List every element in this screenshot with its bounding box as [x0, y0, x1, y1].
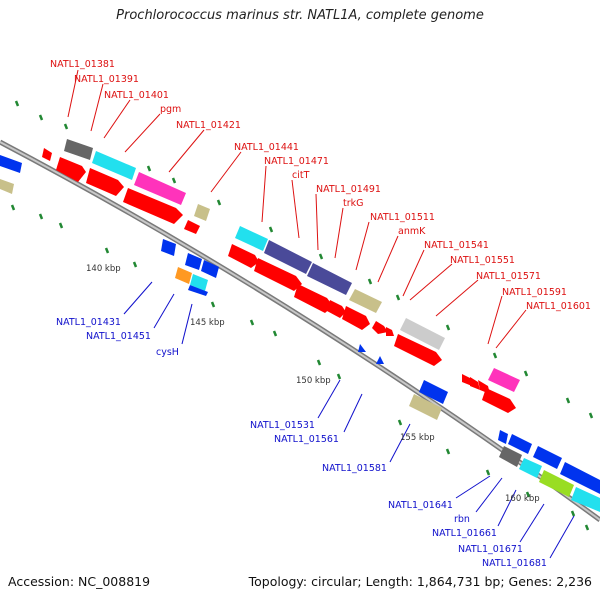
gene-label: NATL1_01541: [424, 240, 489, 251]
gene-NATL1_01401: [92, 151, 136, 180]
gene-label: NATL1_01441: [234, 142, 299, 153]
gene-label: NATL1_01571: [476, 271, 541, 282]
gene-label: trkG: [343, 198, 364, 209]
gene-red-arrow-j: [386, 327, 394, 336]
gene-label: anmK: [398, 226, 426, 237]
top-labels: NATL1_01381 NATL1_01391 NATL1_01401 pgm …: [50, 59, 591, 312]
gene-label: NATL1_01401: [104, 90, 169, 101]
gene-label: NATL1_01551: [450, 255, 515, 266]
gene-NATL1_01491: [349, 289, 382, 313]
gene-NATL1_01441: [235, 226, 268, 251]
gene-label: NATL1_01431: [56, 317, 121, 328]
gene-red-row-k: [394, 334, 442, 366]
gene-blue-arrow-01531: [358, 344, 366, 352]
gene-red-row-h: [342, 306, 370, 330]
label-connectors-blue: [123, 281, 575, 559]
label-connectors-red: [67, 69, 527, 349]
gene-label: NATL1_01381: [50, 59, 115, 70]
gene-blue-d: [498, 430, 508, 444]
gene-cyan-rbn: [519, 458, 542, 478]
gene-blue-a: [161, 239, 176, 256]
scale-label: 145 kbp: [190, 318, 225, 328]
gene-cyan-01681: [571, 487, 600, 512]
gene-label: NATL1_01671: [458, 544, 523, 555]
gene-label: NATL1_01511: [370, 212, 435, 223]
gene-red-row-f: [294, 284, 333, 313]
gene-label: citT: [292, 170, 310, 181]
gene-label: NATL1_01391: [74, 74, 139, 85]
gene-blue-c: [201, 260, 219, 278]
scale-label: 140 kbp: [86, 264, 121, 274]
gene-blue-e: [508, 434, 532, 454]
topology-summary: Topology: circular; Length: 1,864,731 bp…: [248, 574, 592, 589]
gene-blue-edge: [0, 155, 22, 173]
gene-label: NATL1_01531: [250, 420, 315, 431]
gene-khaki-01581: [409, 394, 442, 420]
gene-label: cysH: [156, 347, 179, 358]
gene-red-row-e: [254, 258, 302, 291]
gene-NATL1_01471: [264, 240, 312, 274]
gene-citT: [307, 263, 352, 295]
gene-blue-g: [560, 462, 600, 494]
scale-labels: 140 kbp 145 kbp 150 kbp 155 kbp 160 kbp: [86, 264, 540, 504]
gene-label: rbn: [454, 514, 470, 525]
gene-label: NATL1_01421: [176, 120, 241, 131]
gene-red-row-d: [228, 244, 259, 268]
gene-label: NATL1_01561: [274, 434, 339, 445]
gene-red-row-a: [56, 157, 86, 182]
bottom-labels: NATL1_01431 NATL1_01451 cysH NATL1_01531…: [56, 317, 547, 569]
gene-label: NATL1_01491: [316, 184, 381, 195]
gene-blue-01581: [419, 380, 448, 404]
gene-NATL1_01591: [488, 368, 520, 392]
gene-red-row-o: [482, 388, 516, 413]
gene-red-arrow-m: [470, 377, 480, 390]
gene-blue-b: [185, 253, 202, 270]
scale-label: 155 kbp: [400, 433, 435, 443]
gene-NATL1_01391: [64, 139, 93, 160]
gene-red-row-g: [327, 300, 346, 318]
gene-red-small-01421: [184, 220, 200, 234]
gene-label: NATL1_01471: [264, 156, 329, 167]
gene-label: NATL1_01681: [482, 558, 547, 569]
gene-label: NATL1_01581: [322, 463, 387, 474]
tick-marks: [10, 100, 594, 531]
gene-label: NATL1_01451: [86, 331, 151, 342]
gene-khaki-edge: [0, 179, 14, 194]
map-title: Prochlorococcus marinus str. NATL1A, com…: [116, 8, 484, 23]
gene-red-arrow-l: [462, 374, 472, 386]
gene-red-arrow-i: [372, 321, 388, 334]
gene-red-row-c: [123, 188, 183, 224]
gene-NATL1_01381: [42, 148, 52, 161]
gene-pgm: [134, 172, 186, 205]
gene-label: pgm: [160, 104, 181, 115]
gene-blue-arrow-01561: [376, 356, 384, 364]
gene-red-row-b: [86, 168, 124, 196]
scale-label: 150 kbp: [296, 376, 331, 386]
gene-label: NATL1_01661: [432, 528, 497, 539]
gene-label: NATL1_01601: [526, 301, 591, 312]
gene-orange-01451: [175, 267, 192, 284]
gene-features: [0, 139, 600, 512]
gene-label: NATL1_01641: [388, 500, 453, 511]
scale-label: 160 kbp: [505, 494, 540, 504]
accession-text: Accession: NC_008819: [8, 574, 151, 589]
gene-NATL1_01421: [194, 204, 210, 221]
gene-NATL1_01541: [400, 318, 445, 350]
gene-blue-f: [533, 446, 562, 469]
gene-gray-01641: [499, 446, 522, 467]
gene-label: NATL1_01591: [502, 287, 567, 298]
gene-lime-01661: [539, 470, 574, 497]
gene-blue-cysH: [188, 285, 208, 296]
